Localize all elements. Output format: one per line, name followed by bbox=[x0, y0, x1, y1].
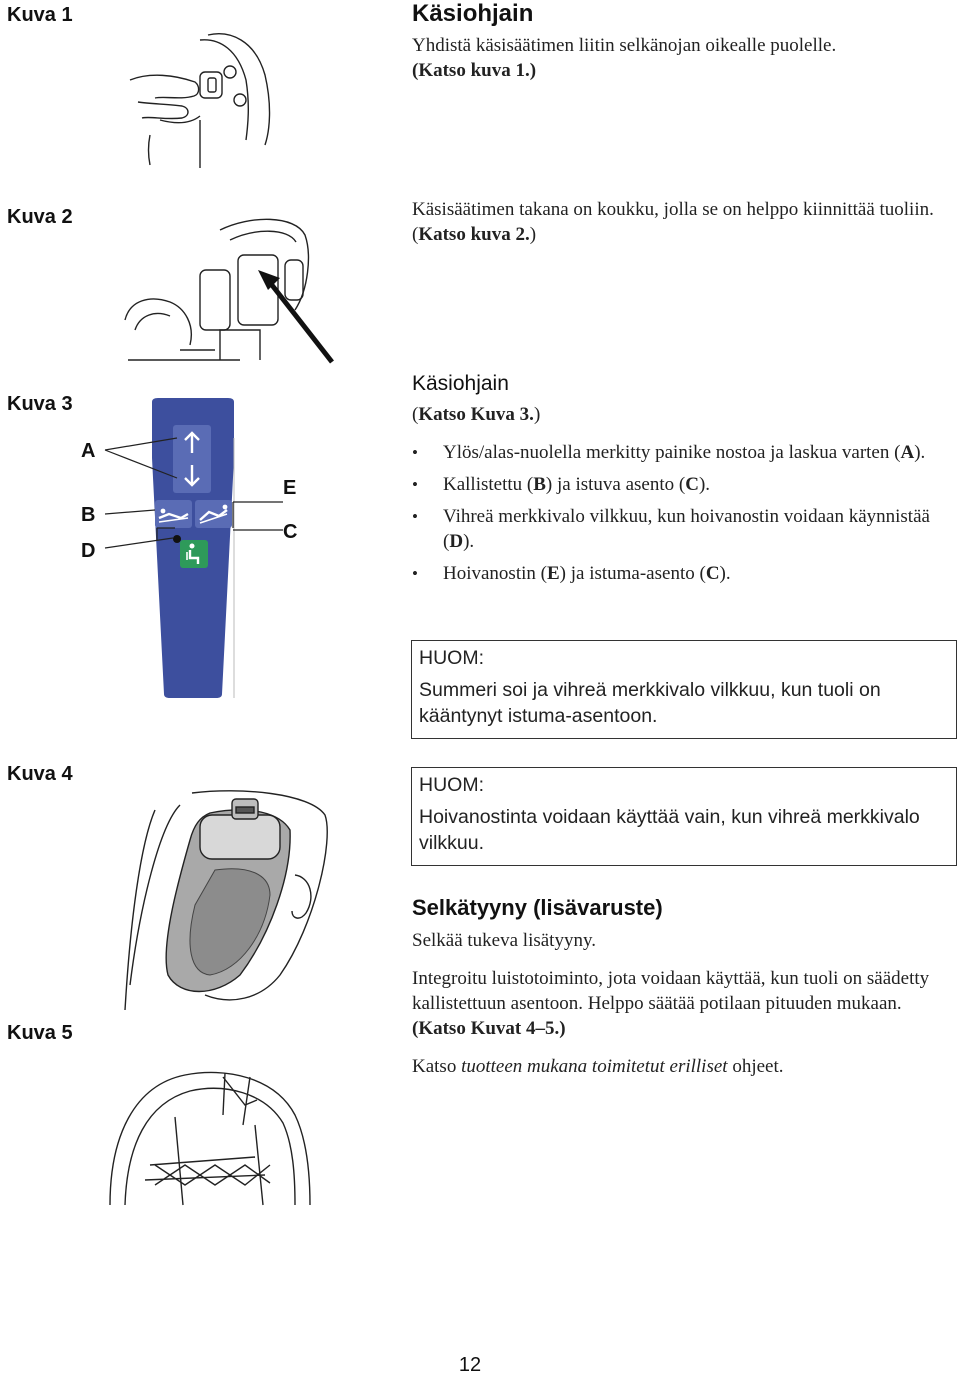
section2-ref-close: ) bbox=[533, 404, 541, 425]
section2-bullet-list: Ylös/alas-nuolella merkitty painike nost… bbox=[412, 440, 932, 593]
callout-c: C bbox=[283, 521, 298, 543]
section1-p1-text: Yhdistä käsisäätimen liitin selkänojan o… bbox=[412, 35, 837, 56]
callout-e: E bbox=[283, 477, 297, 499]
recline-icon bbox=[158, 508, 189, 523]
section1-p2-ref-close: ) bbox=[529, 224, 537, 245]
callout-d: D bbox=[81, 540, 96, 562]
figure-1-illustration bbox=[129, 33, 271, 168]
note-box-2: HUOM: Hoivanostinta voidaan käyttää vain… bbox=[411, 767, 957, 866]
note-1-text: Summeri soi ja vihreä merkkivalo vilkkuu… bbox=[419, 679, 881, 727]
section2-title: Käsiohjain bbox=[412, 372, 509, 395]
section1-paragraph-1: Yhdistä käsisäätimen liitin selkänojan o… bbox=[412, 33, 952, 83]
arrow-down-icon bbox=[184, 465, 200, 487]
section2-ref: (Katso Kuva 3.) bbox=[412, 402, 540, 427]
section2-ref-text: Katso Kuva 3. bbox=[418, 404, 534, 425]
section1-paragraph-2: Käsisäätimen takana on koukku, jolla se … bbox=[412, 197, 952, 247]
section3-title: Selkätyyny (lisävaruste) bbox=[412, 895, 663, 920]
note-2-label: HUOM: bbox=[419, 774, 484, 796]
figure-label-2: Kuva 2 bbox=[7, 206, 73, 228]
note-1-label: HUOM: bbox=[419, 647, 484, 669]
section1-title: Käsiohjain bbox=[412, 0, 534, 27]
indicator-light bbox=[173, 535, 181, 543]
section3-p3-italic: tuotteen mukana toimitetut erilliset bbox=[461, 1056, 728, 1077]
section3-p3-pre: Katso bbox=[412, 1056, 457, 1077]
callout-a: A bbox=[81, 440, 96, 462]
arrow-up-icon bbox=[184, 431, 200, 453]
page-number: 12 bbox=[458, 1354, 482, 1376]
bullet-item-3: Vihreä merkkivalo vilkkuu, kun hoivanost… bbox=[412, 504, 932, 554]
section3-paragraph-2: Integroitu luistotoiminto, jota voidaan … bbox=[412, 966, 957, 1041]
bullet-item-2: Kallistettu (B) ja istuva asento (C). bbox=[412, 472, 932, 497]
lift-icon bbox=[186, 543, 200, 564]
section1-p1-ref: (Katso kuva 1.) bbox=[412, 60, 537, 81]
bullet-item-1: Ylös/alas-nuolella merkitty painike nost… bbox=[412, 440, 932, 465]
sit-icon bbox=[199, 504, 228, 524]
figure-label-4: Kuva 4 bbox=[7, 763, 73, 785]
up-down-button[interactable] bbox=[173, 425, 211, 493]
figure-4-illustration bbox=[124, 790, 328, 1011]
lift-button[interactable] bbox=[180, 540, 208, 568]
section1-p2-text: Käsisäätimen takana on koukku, jolla se … bbox=[412, 199, 934, 220]
note-box-1: HUOM: Summeri soi ja vihreä merkkivalo v… bbox=[411, 640, 957, 739]
figure-2-illustration bbox=[124, 218, 334, 364]
section1-p2-ref: Katso kuva 2. bbox=[418, 224, 530, 245]
figure-label-3: Kuva 3 bbox=[7, 393, 73, 415]
bullet-item-4: Hoivanostin (E) ja istuma-asento (C). bbox=[412, 561, 932, 586]
recline-button[interactable] bbox=[155, 500, 192, 528]
section3-p2-text: Integroitu luistotoiminto, jota voidaan … bbox=[412, 968, 930, 1014]
figure-label-5: Kuva 5 bbox=[7, 1022, 73, 1044]
callout-b: B bbox=[81, 504, 96, 526]
note-2-text: Hoivanostinta voidaan käyttää vain, kun … bbox=[419, 806, 920, 854]
callout-lines bbox=[104, 437, 283, 549]
sit-button[interactable] bbox=[195, 500, 232, 528]
figure-5-illustration bbox=[109, 1071, 311, 1206]
figure-label-1: Kuva 1 bbox=[7, 4, 73, 26]
section1-p2-ref-open: ( bbox=[412, 224, 419, 245]
section3-p2-ref: (Katso Kuvat 4–5.) bbox=[412, 1018, 566, 1039]
section3-paragraph-1: Selkää tukeva lisätyyny. bbox=[412, 930, 596, 951]
section3-paragraph-3: Katso tuotteen mukana toimitetut erillis… bbox=[412, 1054, 957, 1079]
section2-ref-open: ( bbox=[412, 404, 419, 425]
section3-p3-post: ohjeet. bbox=[732, 1056, 784, 1077]
